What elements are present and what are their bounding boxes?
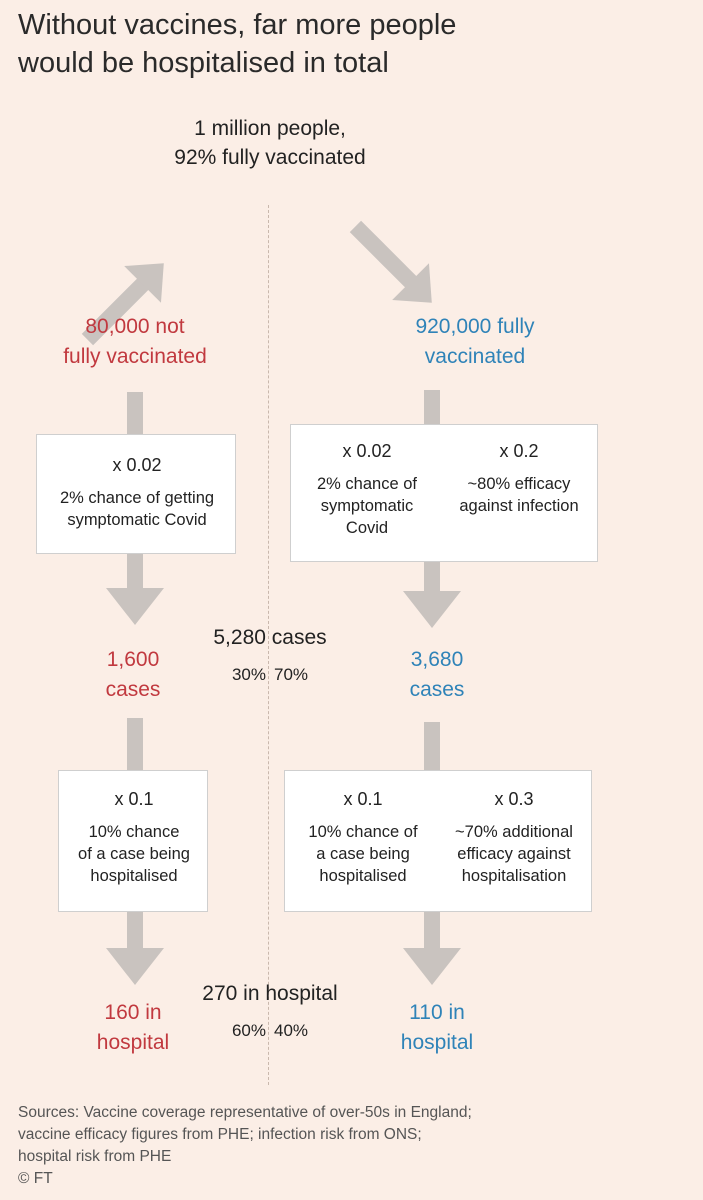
left-hospital-desc-line-3: hospitalised bbox=[90, 867, 178, 885]
cases-split-right: 70% bbox=[274, 665, 309, 684]
right-infection-box: x 0.02 2% chance of symptomatic Covid x … bbox=[290, 424, 598, 562]
sources-note: Sources: Vaccine coverage representative… bbox=[18, 1102, 688, 1190]
right-hospital-desc-2-line-2: efficacy against bbox=[457, 845, 571, 863]
right-infection-factor-1: x 0.02 bbox=[342, 441, 392, 461]
left-infection-desc: 2% chance of getting symptomatic Covid bbox=[37, 487, 237, 531]
arrow-right-stem-3 bbox=[424, 722, 440, 770]
left-cases: 1,600 cases bbox=[60, 645, 206, 705]
left-infection-box: x 0.02 2% chance of getting symptomatic … bbox=[36, 434, 236, 554]
right-infection-desc-1-line-1: 2% chance of bbox=[317, 475, 417, 493]
left-infection-factor: x 0.02 bbox=[112, 455, 162, 475]
right-hospital-label: hospital bbox=[400, 1031, 474, 1054]
right-infection-desc-2-line-2: against infection bbox=[459, 497, 579, 515]
right-hospital: 110 in hospital bbox=[364, 998, 510, 1058]
hospital-total: 270 in hospital bbox=[202, 982, 338, 1005]
ft-copyright: © FT bbox=[18, 1170, 53, 1187]
arrow-left-head-2 bbox=[106, 948, 164, 985]
right-hospital-value: 110 in bbox=[409, 1001, 465, 1024]
right-hospital-desc-2: ~70% additional efficacy against hospita… bbox=[435, 821, 593, 887]
right-infection-desc-1: 2% chance of symptomatic Covid bbox=[291, 473, 443, 539]
center-divider bbox=[268, 205, 269, 1085]
cases-total: 5,280 cases bbox=[213, 626, 327, 649]
arrow-right-stem-2 bbox=[424, 560, 440, 594]
arrow-right-head-1 bbox=[403, 591, 461, 628]
left-infection-desc-line-1: 2% chance of getting bbox=[59, 489, 215, 507]
right-infection-desc-2: ~80% efficacy against infection bbox=[441, 473, 597, 517]
sources-line-3: hospital risk from PHE bbox=[18, 1148, 172, 1165]
arrow-left-stem-2 bbox=[127, 553, 143, 591]
left-cases-label: cases bbox=[105, 678, 161, 701]
right-group-line-1: 920,000 fully bbox=[415, 315, 535, 338]
right-cases-value: 3,680 bbox=[410, 648, 464, 671]
right-hospital-desc-1-line-2: a case being bbox=[316, 845, 410, 863]
cases-split: 30% 70% bbox=[190, 664, 350, 686]
arrow-right-head-2 bbox=[403, 948, 461, 985]
left-hospital-box: x 0.1 10% chance of a case being hospita… bbox=[58, 770, 208, 912]
right-hospital-desc-2-line-3: hospitalisation bbox=[461, 867, 567, 885]
right-cases-label: cases bbox=[409, 678, 465, 701]
left-hospital: 160 in hospital bbox=[60, 998, 206, 1058]
right-hospital-desc-1-line-1: 10% chance of bbox=[308, 823, 418, 841]
title-line-1: Without vaccines, far more people bbox=[18, 9, 457, 41]
left-group-label: 80,000 not fully vaccinated bbox=[20, 312, 250, 372]
left-hospital-value: 160 in bbox=[104, 1001, 162, 1024]
right-hospital-factor-2: x 0.3 bbox=[494, 789, 534, 809]
arrow-left-stem-4 bbox=[127, 912, 143, 952]
hospital-split: 60% 40% bbox=[190, 1020, 350, 1042]
right-hospital-box: x 0.1 10% chance of a case being hospita… bbox=[284, 770, 592, 912]
left-hospital-desc-line-1: 10% chance bbox=[88, 823, 180, 841]
sources-line-1: Sources: Vaccine coverage representative… bbox=[18, 1104, 472, 1121]
left-group-line-2: fully vaccinated bbox=[63, 345, 207, 368]
hospital-split-right: 40% bbox=[274, 1021, 309, 1040]
arrow-left-stem-3 bbox=[127, 718, 143, 770]
right-hospital-factor-1: x 0.1 bbox=[343, 789, 383, 809]
left-hospital-factor: x 0.1 bbox=[114, 789, 154, 809]
right-infection-factor-2: x 0.2 bbox=[499, 441, 539, 461]
arrow-root-to-left bbox=[81, 263, 164, 346]
arrow-right-stem-4 bbox=[424, 912, 440, 952]
right-group-label: 920,000 fully vaccinated bbox=[360, 312, 590, 372]
right-infection-desc-1-line-3: Covid bbox=[345, 519, 389, 537]
right-hospital-desc-1-line-3: hospitalised bbox=[319, 867, 407, 885]
left-hospital-desc-line-2: of a case being bbox=[78, 845, 190, 863]
right-hospital-desc-2-line-1: ~70% additional bbox=[455, 823, 573, 841]
right-infection-desc-2-line-1: ~80% efficacy bbox=[467, 475, 571, 493]
left-infection-desc-line-2: symptomatic Covid bbox=[67, 511, 207, 529]
right-group-line-2: vaccinated bbox=[424, 345, 526, 368]
arrow-left-head-1 bbox=[106, 588, 164, 625]
left-group-line-1: 80,000 not bbox=[85, 315, 185, 338]
title-line-2: would be hospitalised in total bbox=[18, 47, 389, 79]
left-cases-value: 1,600 bbox=[106, 648, 160, 671]
right-infection-desc-1-line-2: symptomatic bbox=[320, 497, 414, 515]
left-hospital-desc: 10% chance of a case being hospitalised bbox=[59, 821, 209, 887]
right-hospital-desc-1: 10% chance of a case being hospitalised bbox=[285, 821, 441, 887]
arrow-root-to-right bbox=[349, 220, 432, 303]
arrow-left-stem-1 bbox=[127, 392, 143, 434]
left-hospital-label: hospital bbox=[96, 1031, 170, 1054]
root-line-2: 92% fully vaccinated bbox=[174, 146, 366, 169]
root-line-1: 1 million people, bbox=[194, 117, 346, 140]
arrow-right-stem-1 bbox=[424, 390, 440, 424]
sources-line-2: vaccine efficacy figures from PHE; infec… bbox=[18, 1126, 422, 1143]
hospital-split-left: 60% bbox=[231, 1021, 266, 1040]
right-cases: 3,680 cases bbox=[364, 645, 510, 705]
root-node: 1 million people, 92% fully vaccinated bbox=[150, 114, 390, 172]
chart-title: Without vaccines, far more people would … bbox=[18, 6, 678, 82]
cases-split-left: 30% bbox=[231, 665, 266, 684]
